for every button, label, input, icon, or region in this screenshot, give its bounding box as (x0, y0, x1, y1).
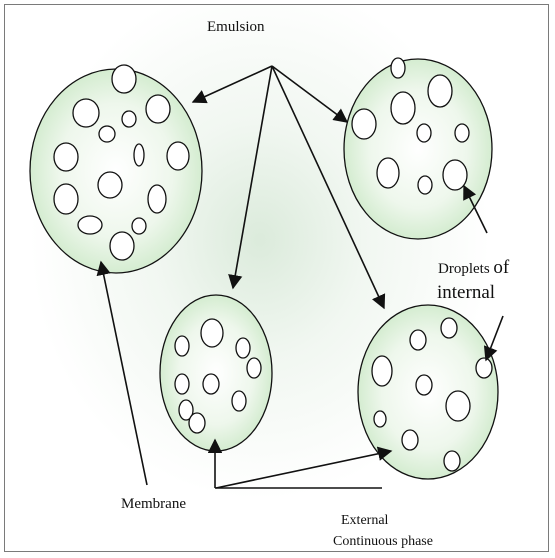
external-phase-bracket (215, 440, 391, 488)
globule-upper-right (344, 58, 492, 239)
arrow-to-upper-left (193, 66, 272, 102)
arrow-membrane (101, 262, 147, 485)
label-droplets: Droplets of (438, 258, 509, 279)
label-external: External (341, 513, 388, 528)
globule-upper-left (30, 65, 202, 273)
label-membrane: Membrane (121, 496, 186, 513)
arrow-to-lower-middle (233, 66, 272, 288)
globule-lower-middle (160, 295, 272, 451)
label-droplets-of: of (493, 257, 509, 278)
label-internal: internal (437, 283, 495, 304)
label-continuous-phase: Continuous phase (333, 534, 433, 549)
label-emulsion: Emulsion (207, 19, 265, 36)
arrow-to-upper-right (272, 66, 347, 122)
arrow-droplets-lower (486, 316, 503, 360)
label-droplets-word: Droplets (438, 261, 493, 277)
